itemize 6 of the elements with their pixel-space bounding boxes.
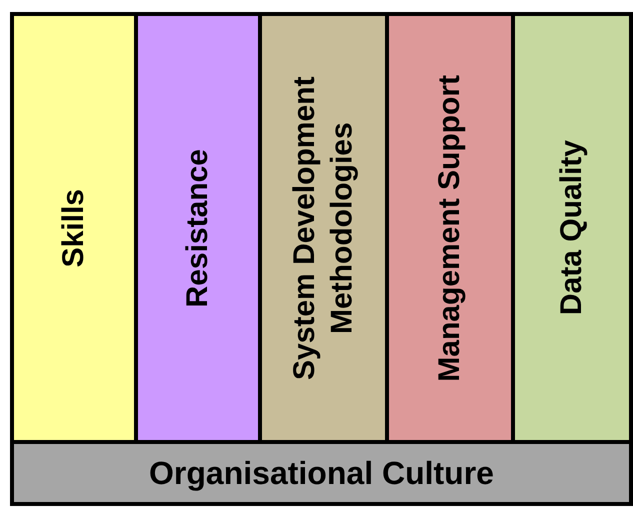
column-label: Resistance	[180, 148, 216, 308]
column-label: System Development Methodologies	[287, 75, 360, 382]
column-label: Data Quality	[554, 140, 590, 316]
column-label: Skills	[56, 188, 92, 268]
bar-label: Organisational Culture	[149, 454, 494, 492]
column-label: Management Support	[432, 74, 468, 382]
